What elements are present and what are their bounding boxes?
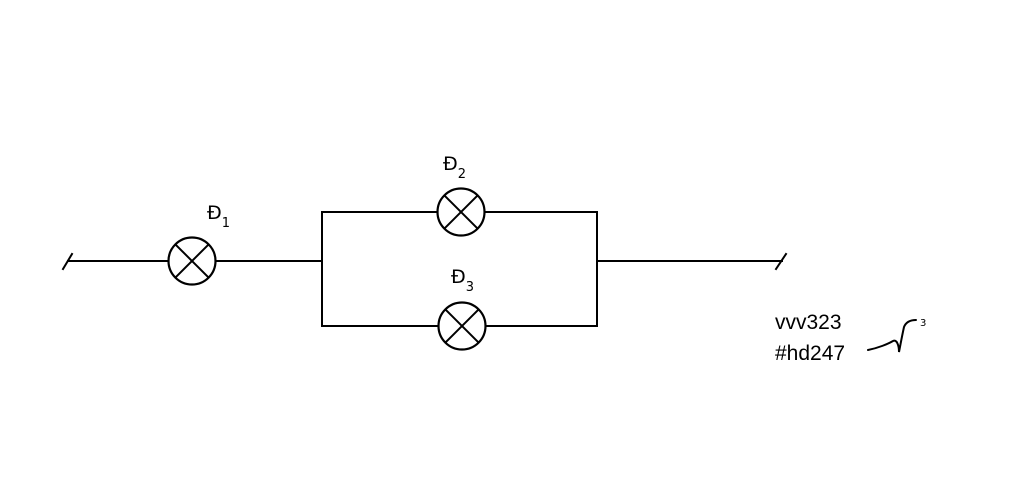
lamp-2-label: Đ2	[443, 153, 466, 182]
lamp-1-cross-b	[174, 243, 210, 279]
lamp-3	[437, 301, 487, 351]
lamp-2	[436, 187, 486, 237]
lamp-2-index: 2	[458, 167, 466, 182]
lamp-1-index: 1	[222, 216, 230, 231]
lamp-1-label: Đ1	[207, 202, 230, 231]
watermark-line-2: #hd247	[775, 342, 845, 365]
lamp-1-symbol: Đ	[207, 202, 222, 224]
terminal-right	[774, 252, 788, 271]
lamp-3-label: Đ3	[451, 266, 474, 295]
signature-scribble	[867, 319, 917, 353]
terminal-left	[61, 252, 74, 271]
lamp-2-cross-b	[443, 194, 479, 230]
lamp-2-symbol: Đ	[443, 153, 458, 175]
lamp-3-index: 3	[466, 280, 474, 295]
lamp-1	[167, 236, 217, 286]
watermark-line-1: vvv323	[775, 311, 842, 334]
lamp-3-cross-b	[444, 308, 480, 344]
lamp-3-symbol: Đ	[451, 266, 466, 288]
signature-mark: 3	[920, 318, 926, 329]
